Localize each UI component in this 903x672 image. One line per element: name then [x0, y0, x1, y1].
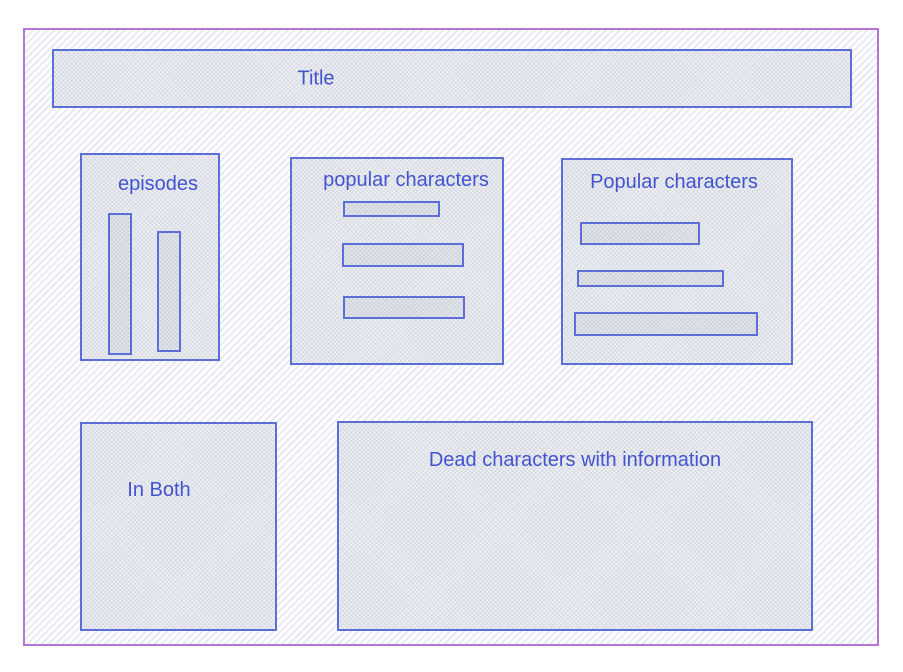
dead-characters-label: Dead characters with information [428, 449, 722, 471]
episodes-box: episodes [80, 153, 220, 361]
episodes-vertical-bar-1 [108, 213, 132, 355]
episodes-label: episodes [117, 173, 199, 195]
episodes-vertical-bar-2 [157, 231, 181, 352]
popular-characters-lower-label: popular characters [323, 169, 489, 191]
popular-lower-bar-3 [343, 296, 465, 319]
popular-upper-bar-3 [574, 312, 758, 336]
popular-upper-bar-1 [580, 222, 700, 245]
popular-lower-bar-1 [343, 201, 440, 217]
popular-characters-lower-box: popular characters [290, 157, 504, 365]
dead-characters-box: Dead characters with information [337, 421, 813, 631]
in-both-box: In Both [80, 422, 277, 631]
in-both-label: In Both [127, 479, 191, 501]
popular-upper-bar-2 [577, 270, 724, 287]
popular-characters-upper-box: Popular characters [561, 158, 793, 365]
outer-frame: Title episodes popular characters Popula… [23, 28, 879, 646]
popular-characters-upper-label: Popular characters [590, 171, 758, 193]
popular-lower-bar-2 [342, 243, 464, 267]
title-label: Title [297, 67, 335, 89]
title-box: Title [52, 49, 852, 108]
